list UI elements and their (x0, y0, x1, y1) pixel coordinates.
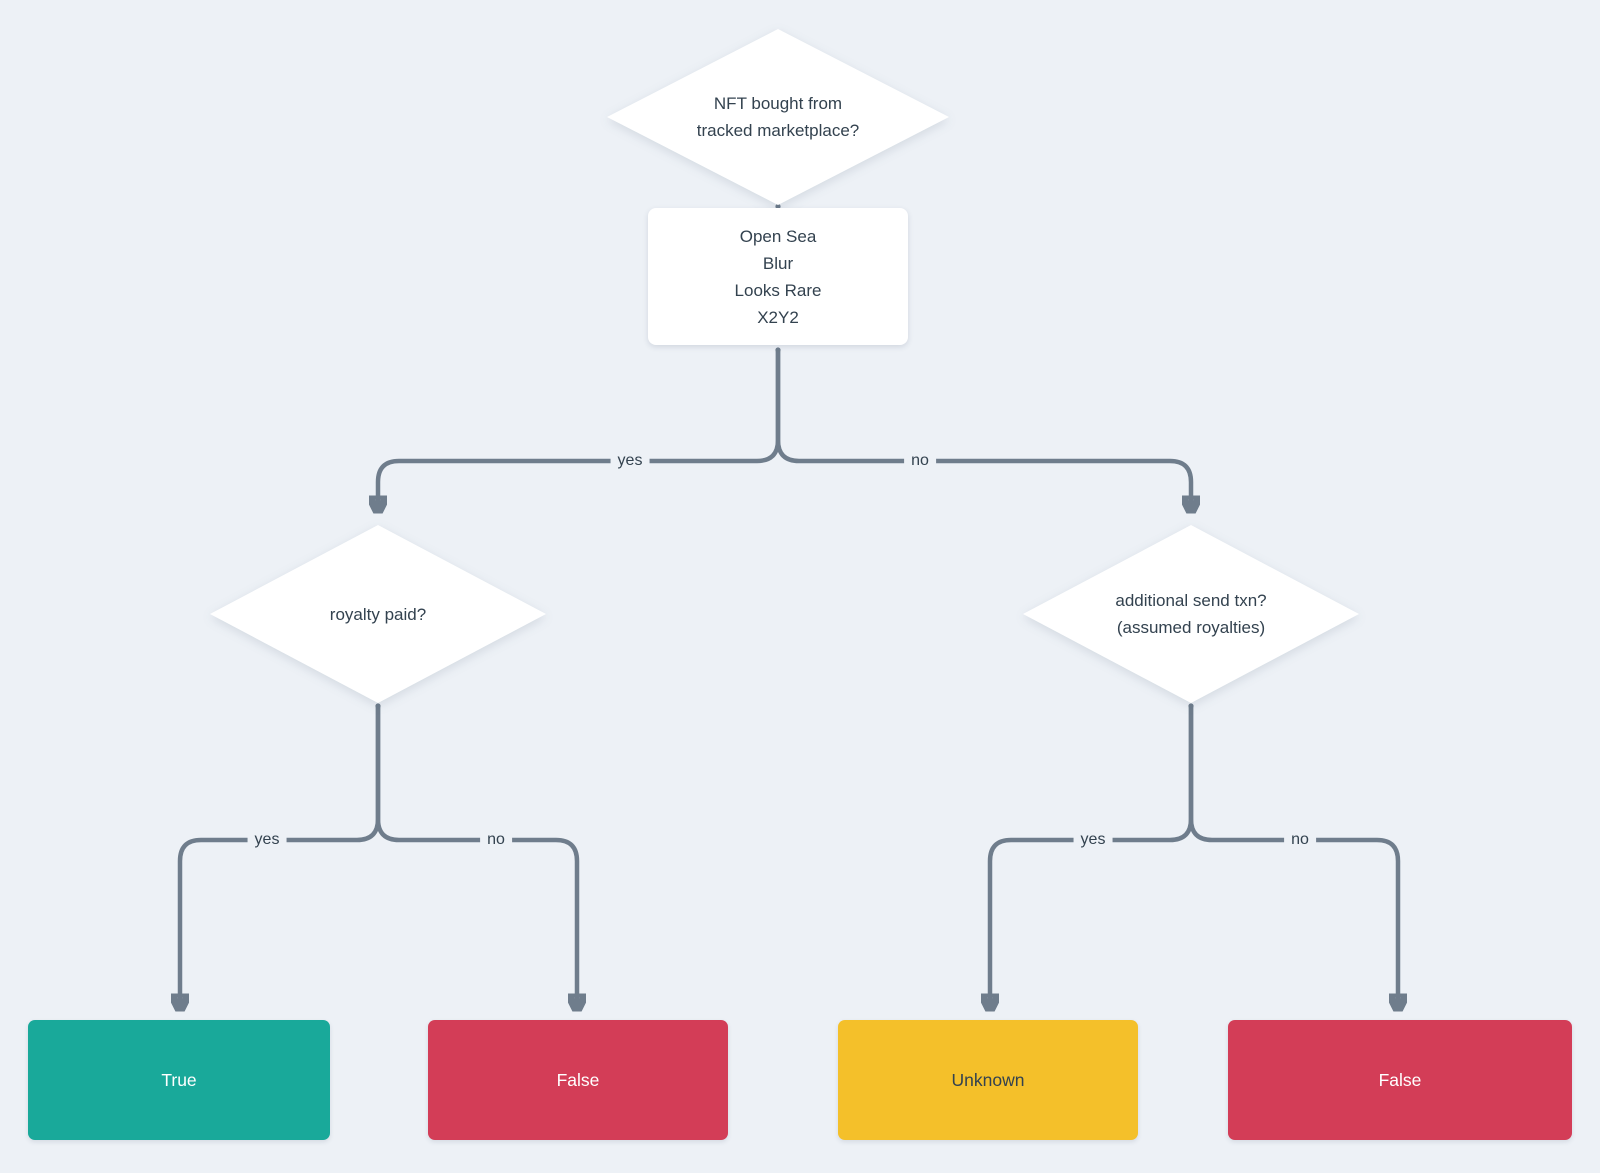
node-marketplaces: Open Sea Blur Looks Rare X2Y2 (648, 208, 908, 345)
edge-label-royalty-yes: yes (247, 830, 287, 850)
outcome-true-label: True (161, 1069, 197, 1090)
decision-root: NFT bought from tracked marketplace? (607, 29, 949, 205)
outcome-true: True (28, 1020, 330, 1140)
outcome-false-left: False (428, 1020, 728, 1140)
edge-label-royalty-no: no (480, 830, 512, 850)
edge-label-root-no: no (904, 451, 936, 471)
decision-royalty: royalty paid? (210, 525, 546, 703)
edge-label-send-no: no (1284, 830, 1316, 850)
edge-royalty-no (375, 703, 577, 1008)
marketplace-looks-rare: Looks Rare (734, 280, 822, 300)
outcome-false-right-label: False (1378, 1069, 1422, 1090)
decision-send-txn-line2: (assumed royalties) (1116, 618, 1266, 637)
edge-root-yes (378, 347, 781, 510)
decision-send-txn-line1: additional send txn? (1115, 591, 1267, 610)
outcome-unknown: Unknown (838, 1020, 1138, 1140)
decision-send-txn: additional send txn? (assumed royalties) (1023, 525, 1359, 703)
edge-label-root-yes: yes (610, 451, 650, 471)
outcome-false-left-label: False (556, 1069, 600, 1090)
decision-send-txn-label: additional send txn? (assumed royalties) (1023, 525, 1359, 703)
marketplace-x2y2: X2Y2 (757, 307, 799, 327)
edge-send-no (1188, 703, 1398, 1008)
outcome-false-right: False (1228, 1020, 1572, 1140)
decision-root-label: NFT bought from tracked marketplace? (607, 29, 949, 205)
decision-root-line2: tracked marketplace? (696, 121, 860, 140)
decision-royalty-text: royalty paid? (329, 604, 427, 624)
decision-root-line1: NFT bought from (713, 94, 843, 113)
decision-royalty-label: royalty paid? (210, 525, 546, 703)
edge-label-send-yes: yes (1073, 830, 1113, 850)
dot-root-to-marketplaces (775, 203, 781, 210)
marketplace-blur: Blur (762, 253, 794, 273)
marketplace-open-sea: Open Sea (739, 226, 817, 246)
edge-royalty-yes (180, 703, 381, 1008)
outcome-unknown-label: Unknown (951, 1069, 1025, 1090)
edge-root-no (775, 347, 1191, 510)
edge-send-yes (990, 703, 1194, 1008)
